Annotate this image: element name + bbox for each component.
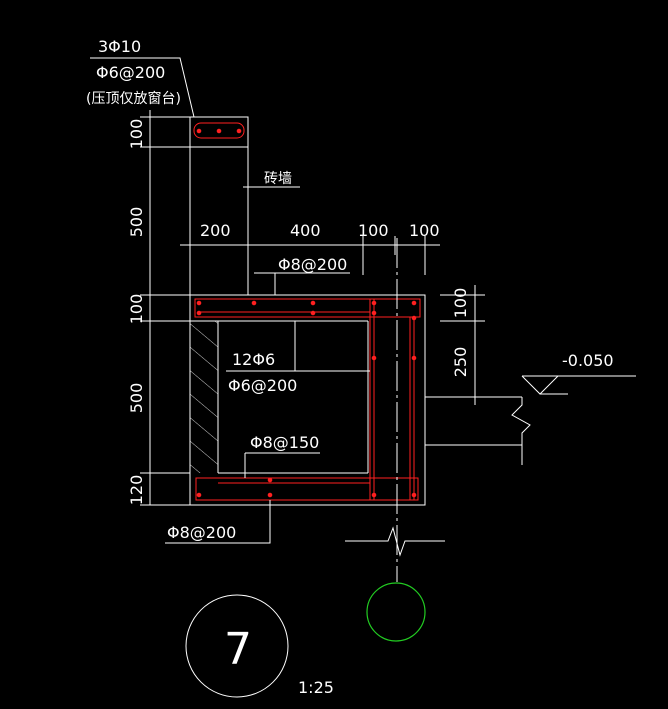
level-symbol [521, 375, 636, 395]
dim-v-5: 120 [127, 475, 146, 506]
label-level: -0.050 [562, 351, 614, 370]
dim-h-4: 100 [409, 221, 440, 240]
dim-r-1: 100 [451, 288, 470, 319]
label-beam-top-bar: Φ8@200 [278, 255, 347, 274]
dim-top [180, 236, 440, 275]
label-beam-stirrup: Φ6@200 [228, 376, 297, 395]
ground-break [345, 397, 531, 557]
label-top-stirrup: Φ6@200 [96, 63, 165, 82]
label-detail-number: 7 [224, 624, 252, 675]
dim-left [140, 110, 190, 506]
dim-v-4: 500 [127, 383, 146, 414]
label-base-bar: Φ8@200 [167, 523, 236, 542]
dim-v-2: 500 [127, 207, 146, 238]
dim-r-2: 250 [451, 347, 470, 378]
label-brick-wall: 砖墙 [264, 171, 292, 187]
label-bottom-bar: Φ8@150 [250, 433, 319, 452]
dim-v-3: 100 [127, 294, 146, 325]
dim-h-3: 100 [358, 221, 389, 240]
dim-h-2: 400 [290, 221, 321, 240]
coping [189, 116, 249, 148]
label-top-rebar: 3Φ10 [98, 37, 141, 56]
rebar-group [194, 298, 421, 501]
dim-h-1: 200 [200, 221, 231, 240]
label-top-note: (压顶仅放窗台) [86, 90, 181, 107]
leaders [90, 57, 370, 544]
rebar-dots [196, 300, 417, 498]
label-beam-main-bar: 12Φ6 [232, 350, 275, 369]
axis-marker [366, 582, 426, 642]
dim-right [440, 285, 485, 405]
detail-circle [185, 594, 289, 698]
dim-v-1: 100 [127, 119, 146, 150]
section-outline [189, 294, 522, 506]
label-scale: 1:25 [298, 678, 334, 697]
